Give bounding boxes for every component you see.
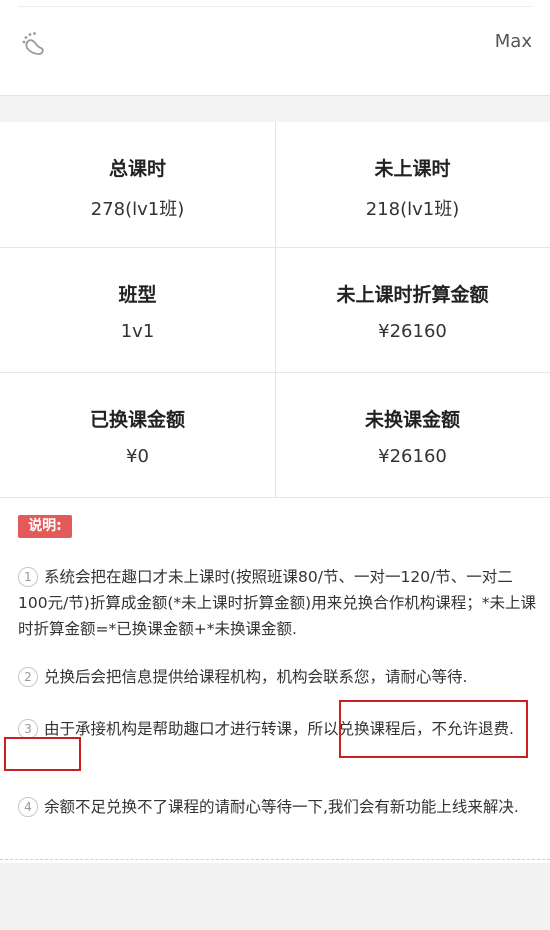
stat-value: ¥26160	[378, 321, 447, 342]
note-number: 2	[18, 667, 38, 687]
note-text: 由于承接机构是帮助趣口才进行转课，所以兑换课程后，不允许退费.	[44, 720, 514, 738]
bottom-separator	[0, 863, 550, 930]
stat-total-hours: 总课时 278(lv1班)	[0, 122, 275, 247]
highlight-box	[4, 737, 81, 771]
stats-row: 班型 1v1 未上课时折算金额 ¥26160	[0, 247, 550, 372]
note-number: 3	[18, 719, 38, 739]
footprint-icon	[18, 29, 48, 59]
stat-value: ¥0	[126, 446, 149, 467]
stat-label: 已换课金额	[89, 409, 185, 431]
stat-label: 未换课金额	[364, 409, 460, 431]
section-separator	[0, 95, 550, 122]
profile-header: Max	[0, 0, 550, 95]
note-text: 兑换后会把信息提供给课程机构，机构会联系您，请耐心等待.	[44, 668, 468, 686]
note-item: 4 余额不足兑换不了课程的请耐心等待一下,我们会有新功能上线来解决.	[18, 794, 536, 820]
note-number: 1	[18, 567, 38, 587]
stat-label: 未上课时折算金额	[336, 284, 489, 306]
user-name[interactable]: Max	[494, 31, 532, 52]
divider	[18, 6, 532, 7]
stat-exchanged-amount: 已换课金额 ¥0	[0, 373, 275, 498]
dashed-divider	[0, 859, 550, 860]
note-text: 余额不足兑换不了课程的请耐心等待一下,我们会有新功能上线来解决.	[44, 798, 519, 816]
stat-remaining-hours: 未上课时 218(lv1班)	[275, 122, 550, 247]
stat-value: 278(lv1班)	[90, 199, 185, 220]
note-text: 系统会把在趣口才未上课时(按照班课80/节、一对一120/节、一对二100元/节…	[18, 568, 536, 638]
stat-value: 1v1	[120, 321, 155, 342]
stat-label: 总课时	[108, 158, 166, 180]
stat-label: 未上课时	[374, 158, 451, 180]
note-number: 4	[18, 797, 38, 817]
stat-class-type: 班型 1v1	[0, 248, 275, 373]
stat-remaining-amount: 未上课时折算金额 ¥26160	[275, 248, 550, 373]
column-divider	[275, 122, 276, 497]
stat-value: 218(lv1班)	[365, 199, 460, 220]
course-stats-grid: 总课时 278(lv1班) 未上课时 218(lv1班) 班型 1v1 未上课时…	[0, 122, 550, 497]
note-item: 2 兑换后会把信息提供给课程机构，机构会联系您，请耐心等待.	[18, 664, 536, 690]
stat-unexchanged-amount: 未换课金额 ¥26160	[275, 373, 550, 498]
notes-badge: 说明:	[18, 515, 72, 538]
stat-value: ¥26160	[378, 446, 447, 467]
stats-row: 总课时 278(lv1班) 未上课时 218(lv1班)	[0, 122, 550, 247]
stat-label: 班型	[118, 284, 157, 306]
highlight-box	[339, 700, 528, 758]
